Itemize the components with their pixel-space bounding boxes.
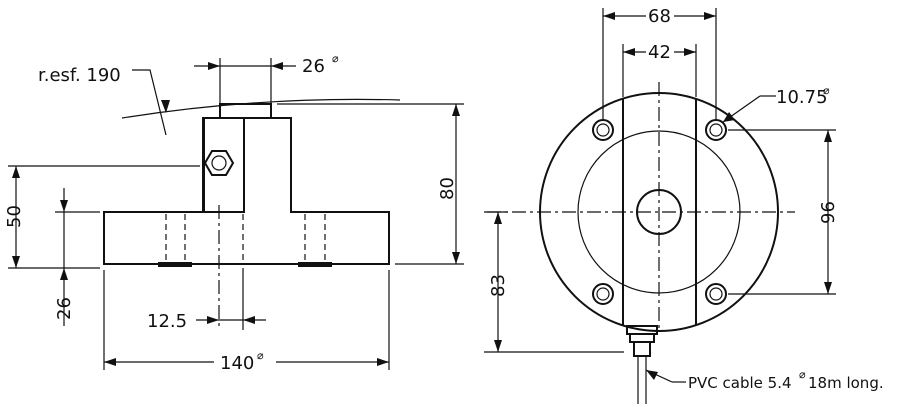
arrow-head: [824, 130, 832, 142]
cable-sleeve: [633, 341, 651, 357]
arrow-head: [60, 200, 68, 212]
hole-diameter-value: 10.75: [776, 87, 828, 108]
arrow-head: [824, 282, 832, 294]
arrow-head: [208, 62, 220, 70]
body-height-value: 50: [4, 205, 25, 228]
arrow-head: [104, 358, 116, 366]
arrow-head: [12, 256, 20, 268]
bolt-hole: [592, 283, 614, 305]
top-view: 68 42 10.75 ⌀ 96 83: [484, 5, 884, 404]
arrow-head: [494, 212, 502, 224]
top-diameter-value: 26: [302, 56, 325, 77]
arrow-head: [494, 340, 502, 352]
base-foot-left: [158, 262, 192, 267]
bolt-hole-inner: [709, 287, 723, 301]
bolt-hole: [592, 119, 614, 141]
bolt-hole-inner: [596, 287, 610, 301]
cable-note-suffix: 18m long.: [808, 374, 884, 392]
bolt-hole-inner: [709, 123, 723, 137]
arrow-head: [684, 48, 696, 56]
label-background: [646, 5, 674, 25]
arrow-head: [603, 12, 615, 20]
label-background: [646, 41, 674, 61]
diameter-symbol: ⌀: [332, 52, 339, 65]
nut-bore: [211, 155, 227, 171]
base-foot-right: [298, 262, 332, 267]
load-button: [219, 103, 272, 119]
arrow-head: [60, 268, 68, 280]
base-diameter-value: 140: [220, 353, 254, 374]
arrow-head: [207, 316, 219, 324]
leader-line: [132, 69, 167, 136]
bolt-hole: [705, 119, 727, 141]
bolt-hole-inner: [596, 123, 610, 137]
diameter-symbol: ⌀: [823, 84, 830, 97]
arrow-head: [452, 252, 460, 264]
bolt-hole: [705, 283, 727, 305]
arrow-head: [623, 48, 635, 56]
cable-connector: [203, 117, 245, 213]
load-cell-body-outline: [103, 117, 390, 265]
inner-width-value: 42: [648, 42, 671, 63]
hole-spacing-value: 96: [818, 201, 839, 224]
arrow-head: [161, 100, 170, 113]
outer-width-value: 68: [648, 6, 671, 27]
arrow-head: [704, 12, 716, 20]
arrow-head: [12, 166, 20, 178]
arrow-head: [646, 370, 658, 380]
sphere-radius-label: r.esf. 190: [38, 65, 121, 86]
diameter-symbol: ⌀: [257, 349, 264, 362]
cable-gland-nut: [629, 333, 655, 343]
diameter-symbol: ⌀: [799, 368, 806, 381]
base-height-value: 26: [54, 297, 75, 320]
side-view: r.esf. 190 26 ⌀ 80 50 26: [4, 52, 464, 374]
offset-value: 12.5: [147, 311, 187, 332]
arrow-head: [271, 62, 283, 70]
hex-nut-icon: [203, 150, 235, 176]
arrow-head: [723, 112, 735, 122]
cable-note-prefix: PVC cable 5.4: [688, 374, 792, 392]
arrow-head: [452, 104, 460, 116]
label-background: [214, 350, 276, 372]
arrow-head: [243, 316, 255, 324]
total-height-value: 80: [437, 177, 458, 200]
cable-offset-value: 83: [488, 274, 509, 297]
arrow-head: [377, 358, 389, 366]
sphere-arc: [121, 98, 401, 119]
